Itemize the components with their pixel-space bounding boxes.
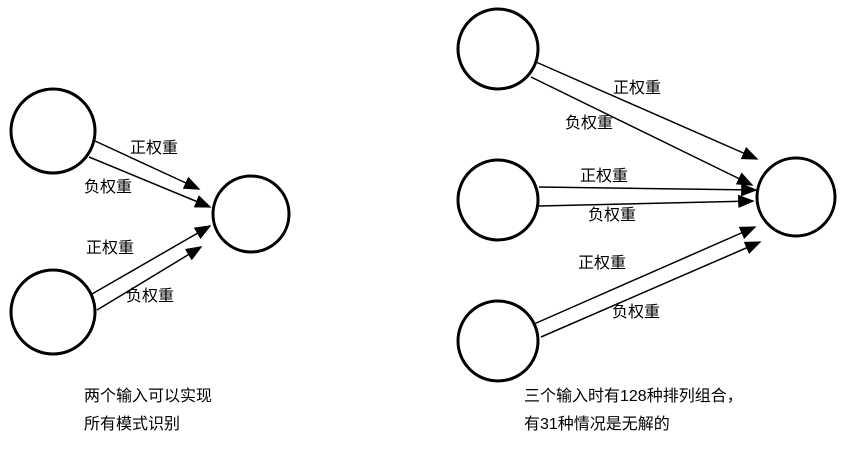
right-middle-negative-weight-arrow [538,194,755,208]
right-caption-line-2: 有31种情况是无解的 [524,415,670,433]
left-bottom-positive-weight-label: 正权重 [86,239,134,257]
right-output-neuron [755,156,837,238]
left-top-positive-weight-label: 正权重 [130,139,178,157]
left-top-positive-weight-arrow [94,140,201,190]
right-input-neuron-3 [456,299,540,383]
right-bottom-positive-weight-label: 正权重 [578,254,626,272]
right-input-neuron-2 [456,158,540,242]
right-input-neuron-1 [456,7,540,91]
left-output-neuron [211,174,291,254]
right-caption-line-1: 三个输入时有128种排列组合， [524,387,743,405]
left-caption-line-1: 两个输入可以实现 [84,387,212,405]
right-diagram: 正权重 负权重 正权重 负权重 正权重 负权重 三个输入时有128种排列组合， … [456,7,837,433]
left-top-negative-weight-label: 负权重 [84,178,132,196]
left-caption-line-2: 所有模式识别 [84,415,180,433]
left-bottom-positive-weight-arrow [91,225,212,295]
left-input-neuron-1 [9,87,97,175]
right-top-positive-weight-label: 正权重 [613,79,661,97]
right-middle-positive-weight-label: 正权重 [580,167,628,185]
right-top-negative-weight-label: 负权重 [565,114,613,132]
right-top-positive-weight-arrow [535,61,759,160]
left-top-negative-weight-arrow [88,156,212,208]
right-middle-positive-weight-arrow [538,183,758,197]
left-bottom-negative-weight-arrow [96,246,203,311]
right-bottom-negative-weight-label: 负权重 [612,303,660,321]
right-top-negative-weight-arrow [530,76,754,186]
right-bottom-negative-weight-arrow [540,241,762,338]
right-bottom-positive-weight-arrow [533,226,757,325]
left-diagram: 正权重 负权重 正权重 负权重 两个输入可以实现 所有模式识别 [9,87,291,433]
left-bottom-negative-weight-label: 负权重 [126,287,174,305]
left-input-neuron-2 [9,268,97,356]
right-middle-negative-weight-label: 负权重 [588,206,636,224]
